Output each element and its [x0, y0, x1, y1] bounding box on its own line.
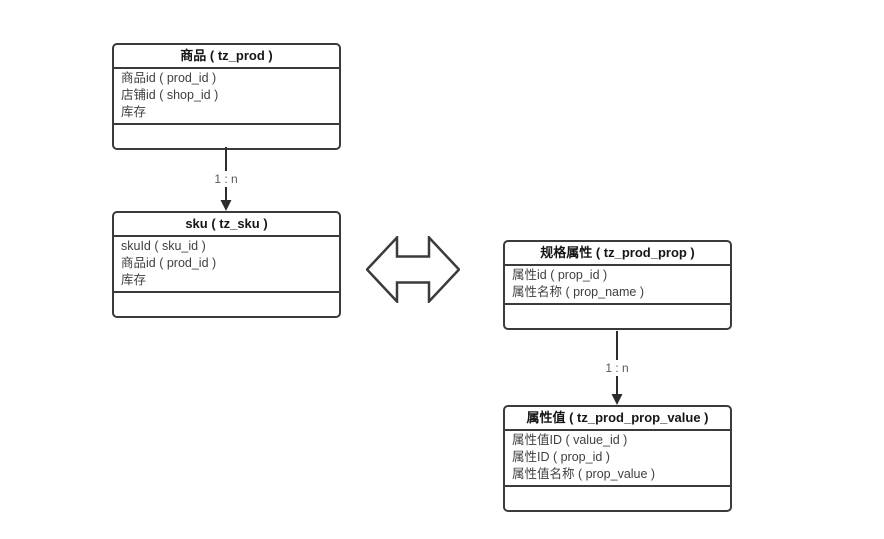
- table-title-sku: sku ( tz_sku ): [114, 213, 339, 237]
- field-row: 属性值ID ( value_id ): [512, 433, 628, 447]
- field-row: 属性id ( prop_id ): [512, 268, 608, 282]
- bidirectional-arrow-icon: [366, 236, 460, 303]
- table-footer: [114, 293, 339, 316]
- field-row: 库存: [121, 105, 147, 119]
- field-row: skuId ( sku_id ): [121, 239, 206, 253]
- table-fields-prod-prop: 属性id ( prop_id ) 属性名称 ( prop_name ): [505, 266, 730, 305]
- field-row: 商品id ( prod_id ): [121, 71, 217, 85]
- table-title-prod-prop-value: 属性值 ( tz_prod_prop_value ): [505, 407, 730, 431]
- field-row: 库存: [121, 273, 147, 287]
- cardinality-label: 1 : n: [589, 360, 645, 376]
- field-row: 店铺id ( shop_id ): [121, 88, 219, 102]
- entity-table-prod-prop-value: 属性值 ( tz_prod_prop_value ) 属性值ID ( value…: [503, 405, 732, 512]
- field-row: 属性ID ( prop_id ): [512, 450, 610, 464]
- table-footer: [114, 125, 339, 148]
- entity-table-sku: sku ( tz_sku ) skuId ( sku_id ) 商品id ( p…: [112, 211, 341, 318]
- table-fields-prod-prop-value: 属性值ID ( value_id ) 属性ID ( prop_id ) 属性值名…: [505, 431, 730, 487]
- table-title-prod-prop: 规格属性 ( tz_prod_prop ): [505, 242, 730, 266]
- field-row: 属性名称 ( prop_name ): [512, 285, 644, 299]
- table-fields-prod: 商品id ( prod_id ) 店铺id ( shop_id ) 库存: [114, 69, 339, 125]
- entity-table-prod: 商品 ( tz_prod ) 商品id ( prod_id ) 店铺id ( s…: [112, 43, 341, 150]
- table-footer: [505, 305, 730, 328]
- field-row: 属性值名称 ( prop_value ): [512, 467, 656, 481]
- cardinality-label: 1 : n: [198, 171, 254, 187]
- entity-table-prod-prop: 规格属性 ( tz_prod_prop ) 属性id ( prop_id ) 属…: [503, 240, 732, 330]
- table-title-prod: 商品 ( tz_prod ): [114, 45, 339, 69]
- table-fields-sku: skuId ( sku_id ) 商品id ( prod_id ) 库存: [114, 237, 339, 293]
- field-row: 商品id ( prod_id ): [121, 256, 217, 270]
- table-footer: [505, 487, 730, 510]
